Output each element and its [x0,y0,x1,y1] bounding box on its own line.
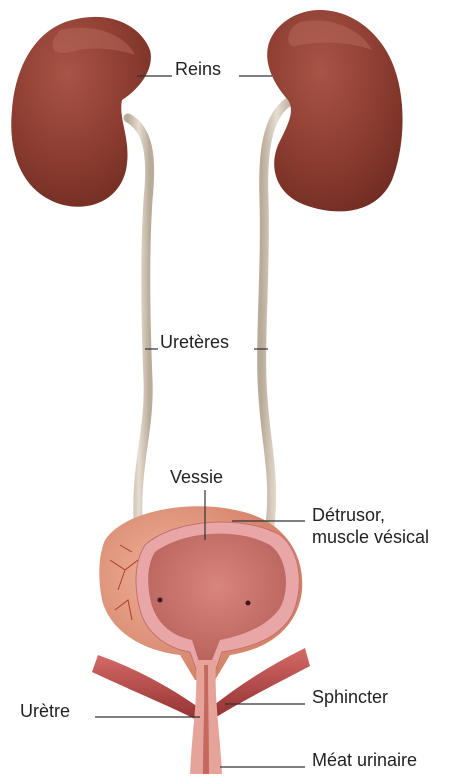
label-uretre: Urètre [20,700,70,722]
label-sphincter: Sphincter [312,686,388,708]
label-detrusor-line1: Détrusor, [312,504,429,526]
label-ureteres: Uretères [160,331,229,353]
label-detrusor-line2: muscle vésical [312,526,429,548]
left-ureter [128,118,150,520]
label-vessie: Vessie [170,466,223,488]
left-ureteral-orifice [158,598,163,603]
label-meat-urinaire: Méat urinaire [312,749,417,771]
label-reins: Reins [175,58,221,80]
right-ureteral-orifice [246,601,251,606]
label-detrusor: Détrusor, muscle vésical [312,504,429,548]
